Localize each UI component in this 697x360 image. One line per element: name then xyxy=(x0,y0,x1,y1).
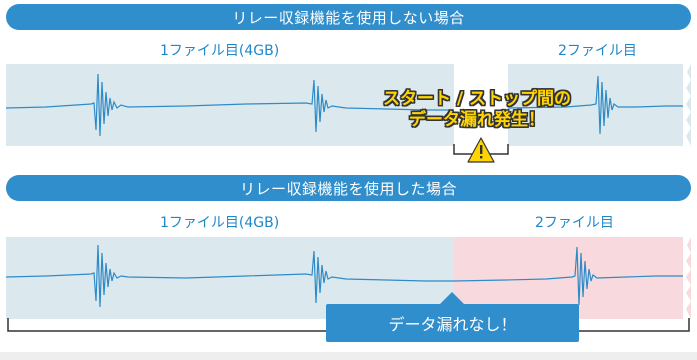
file1-label-with-relay: 1ファイル目(4GB) xyxy=(160,215,280,231)
warning-line-2: データ漏れ発生！ xyxy=(409,110,545,130)
file2-label-without-relay: 2ファイル目 xyxy=(558,43,637,59)
waveform-file2 xyxy=(507,75,683,135)
torn-edge-relay xyxy=(683,237,691,319)
waveform-strip-without-relay xyxy=(6,64,691,146)
banner-with-relay: リレー収録機能を使用した場合 xyxy=(6,175,691,201)
torn-edge xyxy=(683,64,691,146)
file1-label-without-relay: 1ファイル目(4GB) xyxy=(160,43,280,59)
waveform-continuous xyxy=(6,244,683,308)
data-loss-warning-text: スタート / ストップ間の データ漏れ発生！ xyxy=(362,89,592,131)
bottom-divider xyxy=(0,352,697,360)
no-data-loss-callout: データ漏れなし！ xyxy=(326,304,579,342)
file2-label-with-relay: 2ファイル目 xyxy=(535,215,614,231)
warning-line-1: スタート / ストップ間の xyxy=(382,89,572,109)
banner-without-relay: リレー収録機能を使用しない場合 xyxy=(6,4,691,30)
waveform-file1 xyxy=(6,73,454,137)
